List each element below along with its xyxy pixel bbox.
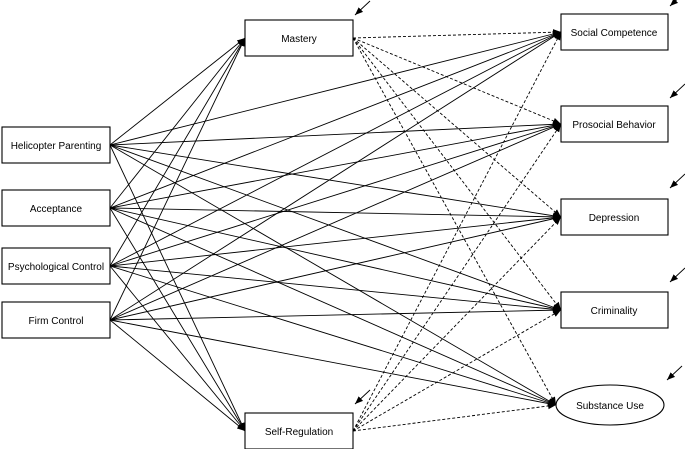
path-acc-to-selfreg [109,207,246,432]
node-prosocial-behavior: Prosocial Behavior [560,105,669,143]
path-firm-to-criminality [109,306,562,321]
path-selfreg-to-substance [352,402,557,432]
error-arrow-mastery [354,0,371,16]
node-label: Prosocial Behavior [572,120,656,131]
node-label: Psychological Control [8,262,104,273]
path-mastery-to-prosocial [352,37,562,125]
path-psy-to-criminality [109,265,562,313]
path-lines [109,29,562,432]
path-psy-to-depression [109,214,562,267]
node-self-regulation: Self-Regulation [244,412,354,449]
path-selfreg-to-criminality [352,309,562,432]
node-label: Self-Regulation [265,427,333,438]
path-hp-to-depression [109,144,562,219]
path-psy-to-selfreg [109,265,246,432]
path-firm-to-prosocial [109,123,562,321]
error-arrow-depression [669,173,685,189]
path-hp-to-prosocial [109,121,562,146]
error-arrow-social [669,0,679,7]
path-hp-to-social [109,30,562,146]
node-social-competence: Social Competence [560,13,669,51]
node-label: Mastery [281,34,317,45]
node-acceptance: Acceptance [1,189,111,227]
path-mastery-to-social [352,29,562,39]
node-label: Acceptance [30,204,83,215]
path-firm-to-substance [109,319,557,407]
path-selfreg-to-prosocial [352,123,562,432]
path-acc-to-prosocial [109,122,562,209]
error-arrow-prosocial [669,83,685,99]
path-hp-to-criminality [109,144,562,311]
path-psy-to-substance [109,265,557,406]
path-acc-to-social [109,31,562,209]
node-label: Criminality [591,306,638,317]
error-term-arrows [354,0,685,405]
node-label: Social Competence [571,28,658,39]
path-mastery-to-depression [352,37,562,218]
error-arrow-criminality [669,267,685,283]
node-mastery: Mastery [244,19,354,57]
path-firm-to-depression [109,215,562,321]
path-selfreg-to-depression [352,216,562,432]
path-psy-to-social [109,31,562,267]
node-criminality: Criminality [560,291,669,329]
path-mastery-to-criminality [352,37,562,311]
error-arrow-selfreg [354,389,371,405]
node-depression: Depression [560,198,669,236]
path-mastery-to-substance [352,37,557,406]
node-label: Helicopter Parenting [11,141,102,152]
node-helicopter-parenting: Helicopter Parenting [1,126,111,164]
path-acc-to-criminality [109,207,562,312]
node-label: Firm Control [28,316,83,327]
path-firm-to-social [109,31,562,321]
path-acc-to-mastery [109,37,246,209]
node-substance-use: Substance Use [555,384,665,426]
path-acc-to-depression [109,207,562,221]
path-selfreg-to-social [352,31,562,432]
error-arrow-substance [666,365,683,381]
path-acc-to-substance [109,207,557,406]
path-hp-to-mastery [109,37,246,146]
path-firm-to-selfreg [109,319,246,432]
path-psy-to-prosocial [109,123,562,267]
path-hp-to-substance [109,144,557,406]
node-label: Depression [589,213,640,224]
node-label: Substance Use [576,401,644,412]
path-firm-to-mastery [109,37,246,321]
path-hp-to-selfreg [109,144,246,432]
node-psychological-control: Psychological Control [1,247,111,285]
path-psy-to-mastery [109,37,246,267]
node-firm-control: Firm Control [1,301,111,339]
